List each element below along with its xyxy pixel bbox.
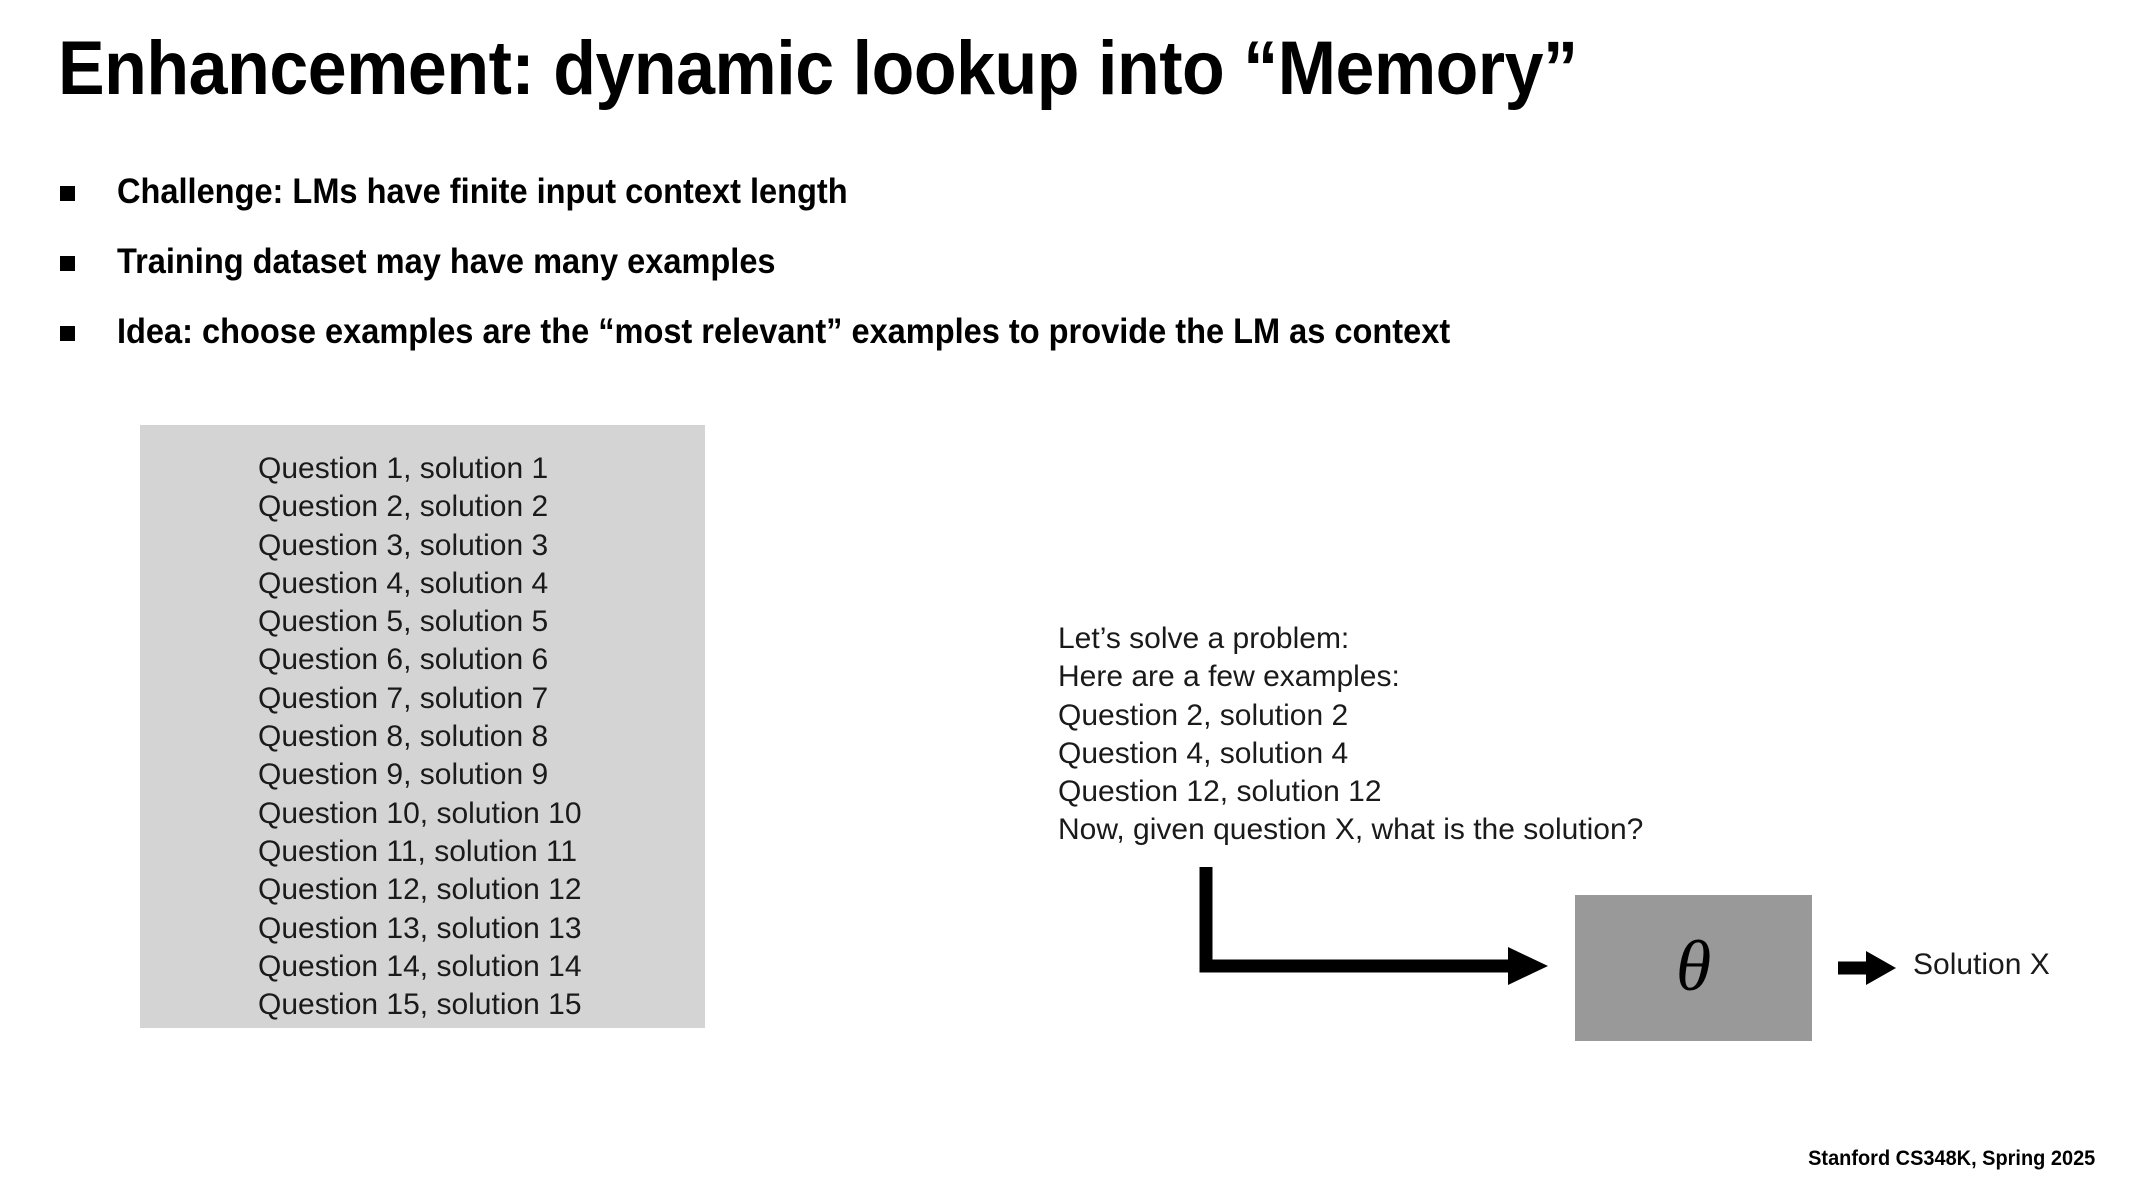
memory-line: Question 14, solution 14: [258, 949, 582, 983]
memory-line: Question 10, solution 10: [258, 796, 582, 830]
list-item-label: Training dataset may have many examples: [117, 242, 776, 281]
page-title: Enhancement: dynamic lookup into “Memory…: [58, 26, 1578, 111]
memory-line: Question 11, solution 11: [258, 834, 578, 868]
right-arrow-icon: [1838, 951, 1896, 985]
memory-line: Question 7, solution 7: [258, 681, 549, 715]
list-item: Training dataset may have many examples: [60, 238, 1960, 286]
memory-store-box: Question 1, solution 1 Question 2, solut…: [140, 425, 705, 1028]
list-item-label: Challenge: LMs have finite input context…: [117, 172, 848, 211]
memory-line: Question 2, solution 2: [258, 490, 549, 524]
language-model-box: θ: [1575, 895, 1812, 1041]
prompt-line: Let’s solve a problem:: [1058, 622, 1350, 655]
memory-line: Question 15, solution 15: [258, 988, 582, 1022]
bullet-list: Challenge: LMs have finite input context…: [60, 168, 1960, 378]
prompt-line: Now, given question X, what is the solut…: [1058, 813, 1644, 847]
prompt-line: Question 2, solution 2: [1058, 698, 1349, 732]
list-item-label: Idea: choose examples are the “most rele…: [117, 312, 1451, 351]
square-bullet-icon: [60, 256, 75, 271]
solution-output-label: Solution X: [1913, 948, 2050, 981]
prompt-line: Question 4, solution 4: [1058, 736, 1349, 770]
list-item: Idea: choose examples are the “most rele…: [60, 308, 1960, 356]
memory-line: Question 9, solution 9: [258, 758, 549, 792]
memory-line: Question 5, solution 5: [258, 605, 549, 639]
memory-line: Question 8, solution 8: [258, 720, 549, 754]
theta-symbol: θ: [1675, 926, 1712, 1006]
memory-line: Question 6, solution 6: [258, 643, 549, 677]
memory-line: Question 1, solution 1: [258, 452, 549, 485]
memory-line: Question 13, solution 13: [258, 911, 582, 945]
memory-line: Question 4, solution 4: [258, 566, 549, 600]
memory-store-list: Question 1, solution 1 Question 2, solut…: [258, 450, 582, 1024]
memory-line: Question 12, solution 12: [258, 873, 582, 907]
prompt-line: Question 12, solution 12: [1058, 775, 1382, 809]
prompt-line: Here are a few examples:: [1058, 660, 1400, 694]
square-bullet-icon: [60, 326, 75, 341]
square-bullet-icon: [60, 186, 75, 201]
memory-line: Question 3, solution 3: [258, 528, 549, 562]
slide-footer: Stanford CS348K, Spring 2025: [1807, 1147, 2095, 1170]
constructed-prompt-text: Let’s solve a problem: Here are a few ex…: [1058, 620, 1643, 850]
list-item: Challenge: LMs have finite input context…: [60, 168, 1960, 216]
elbow-right-arrow-icon: [1199, 867, 1548, 985]
